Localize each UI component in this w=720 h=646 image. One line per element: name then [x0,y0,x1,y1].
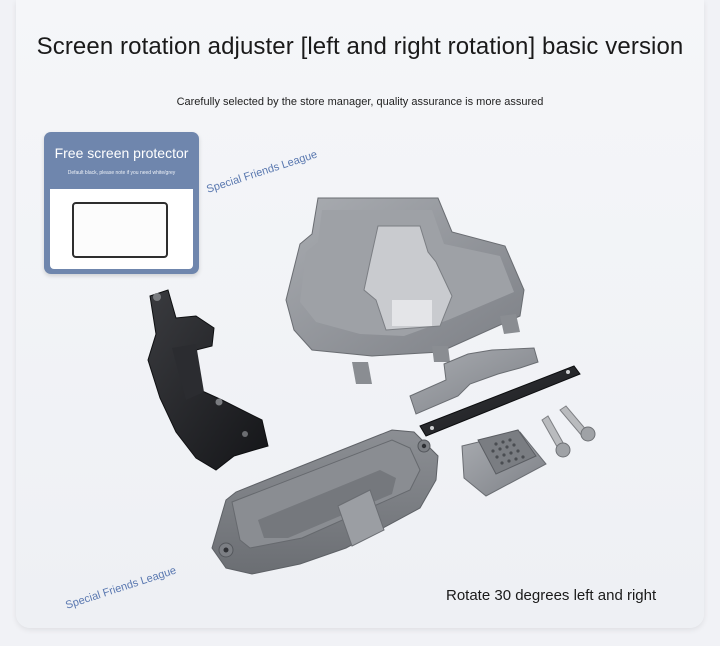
adjust-plate [409,347,539,415]
main-bracket [285,197,525,384]
product-subtitle: Carefully selected by the store manager,… [176,96,544,108]
screws [541,405,596,458]
promo-note: Default black, please note if you need w… [67,170,176,176]
slide-rail [419,365,581,437]
rotation-caption: Rotate 30 degrees left and right [446,587,657,604]
grille-block [461,429,547,497]
base-mount [211,429,439,575]
promo-image-area [50,189,193,269]
promo-card: Free screen protector Default black, ple… [44,132,199,274]
product-title: Screen rotation adjuster [left and right… [36,33,684,60]
screen-protector-illustration [72,202,168,258]
promo-title: Free screen protector [54,145,189,161]
black-pivot-arm [147,289,269,471]
